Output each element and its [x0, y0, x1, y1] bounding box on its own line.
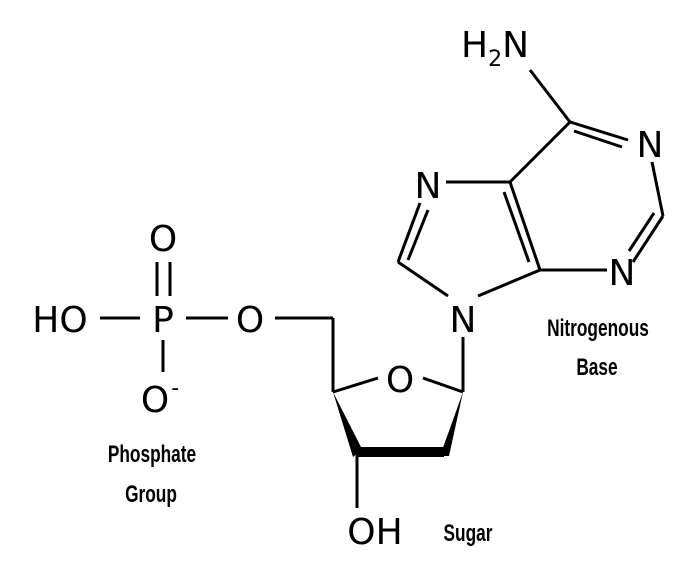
nitrogenous-base-label-line1: Nitrogenous [547, 315, 649, 341]
c4-c5-bond [508, 181, 542, 271]
c3-c4-wedge-bond [333, 392, 362, 457]
c6-n1-bond [569, 120, 629, 142]
ring-nitrogen-left: N [415, 166, 442, 207]
c2-n3-double-bond [627, 212, 656, 252]
n9-c4-bond [477, 268, 541, 298]
glycosidic-nitrogen: N [450, 300, 477, 341]
amine-group-label: H2N [461, 25, 529, 72]
c2-n3-bond [631, 215, 665, 263]
c6-n1-double-bond [573, 129, 623, 149]
o4-c4-bond [332, 376, 379, 394]
c4-c5-double-bond [502, 191, 531, 263]
phosphate-group-label-line2: Group [125, 481, 177, 507]
n7-c8-bond [396, 202, 422, 263]
bridging-oxygen: O [236, 300, 264, 341]
sugar-label: Sugar [444, 520, 493, 546]
n1-c2-bond [650, 161, 665, 217]
phosphorus-atom: P [152, 300, 174, 341]
captions: Nitrogenous Base Phosphate Group Sugar [108, 315, 649, 546]
ring-nitrogen-top-right: N [637, 125, 664, 166]
phosphate-oxygen-top: O [149, 219, 177, 260]
atoms: H2N N N N N O HO P O O- O OH [32, 25, 663, 553]
ring-nitrogen-bottom-right: N [609, 253, 636, 294]
c5-c6-bond [508, 120, 572, 184]
hydroxyl-group: HO [32, 300, 87, 341]
c1-c2-wedge-bond [440, 392, 463, 456]
ring-oxygen: O [386, 360, 414, 401]
c8-n9-bond [397, 260, 449, 298]
phosphate-group-label-line1: Phosphate [108, 441, 196, 467]
bonds [100, 69, 665, 508]
amine-bond [528, 69, 572, 123]
sugar-hydroxyl: OH [347, 512, 402, 553]
c1-o4-bond [422, 376, 464, 394]
nitrogenous-base-label-line2: Base [576, 354, 617, 380]
phosphate-oxygen-bottom: O- [141, 376, 179, 421]
n7-c8-double-bond [406, 209, 430, 261]
